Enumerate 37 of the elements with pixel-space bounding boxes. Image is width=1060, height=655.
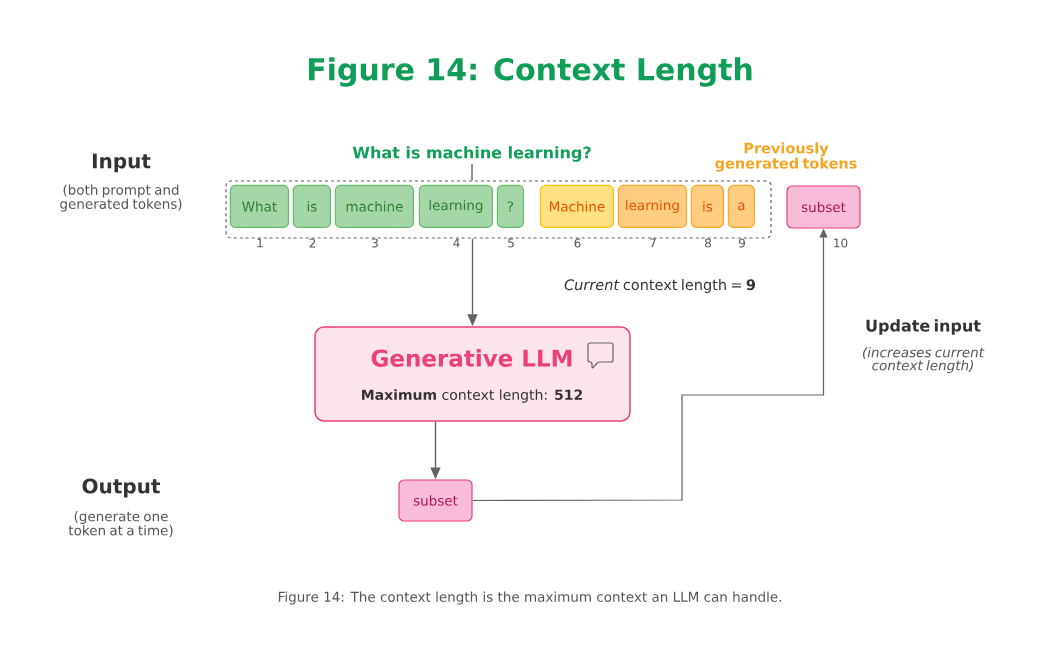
annotation: Output: [82, 478, 160, 498]
position-number: 8: [705, 238, 711, 248]
position-number: 9: [738, 238, 745, 248]
leader-line: [471, 163, 473, 182]
token-box: What: [229, 184, 289, 228]
annotation: Update input: [866, 319, 981, 335]
token-box: Machine: [539, 184, 614, 228]
position-number: 5: [508, 238, 514, 248]
token-box: learning: [617, 184, 687, 228]
token-box: learning: [418, 184, 493, 228]
position-number: 1: [257, 238, 263, 248]
position-number: 6: [574, 238, 581, 248]
token-box: machine: [334, 184, 414, 228]
annotation: (both prompt and generated tokens): [60, 184, 182, 212]
token-box: subset: [786, 185, 861, 229]
context-window-box: [225, 180, 772, 239]
model-name: Generative LLM: [371, 349, 572, 367]
token-box: subset: [398, 479, 473, 522]
token-box: ?: [496, 184, 524, 228]
token-box: a: [727, 184, 755, 228]
position-number: 7: [650, 238, 656, 248]
annotation: (increases current context length): [863, 346, 985, 374]
annotation: (generate one token at a time): [68, 510, 173, 538]
context-limit-text: Maximum context length: 512: [362, 389, 583, 403]
annotation: Previously generated tokens: [715, 142, 857, 172]
position-number: 4: [453, 238, 460, 248]
token-box: is: [292, 184, 331, 228]
position-number: 10: [834, 238, 848, 248]
token-box: is: [690, 184, 724, 228]
model-box: [314, 326, 631, 422]
annotation: Input: [92, 153, 151, 173]
position-number: 3: [372, 238, 378, 248]
prompt-heading: What is machine learning?: [352, 146, 591, 162]
annotation: Current context length = 9: [564, 278, 756, 293]
position-number: 2: [309, 238, 316, 248]
title: Figure 14: Context Length: [308, 57, 752, 87]
caption: Figure 14: The context length is the maximum context an LLM can handle.: [278, 591, 781, 605]
